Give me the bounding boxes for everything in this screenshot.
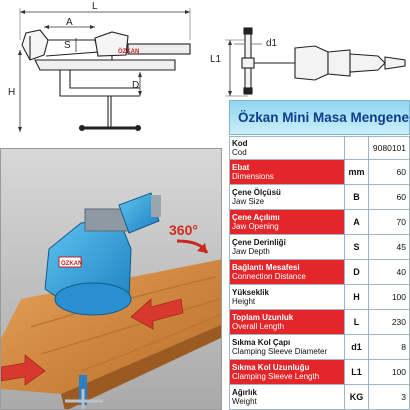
vise-illustration: ÖZKAN	[44, 192, 161, 316]
spec-value: 40	[368, 259, 410, 285]
dimension-D: D	[132, 72, 142, 96]
photo-brand-text: ÖZKAN	[61, 260, 82, 267]
spec-label-en: Overall Length	[232, 322, 285, 331]
spec-unit	[344, 136, 369, 160]
label-L1: L1	[210, 54, 222, 65]
spec-label-en: Clamping Sleeve Length	[232, 372, 320, 381]
spec-unit: H	[344, 284, 369, 310]
spec-label-tr: Sıkma Kol Çapı	[232, 338, 291, 347]
rotation-label: 360°	[169, 222, 198, 238]
spec-label-tr: Çene Derinliği	[232, 238, 286, 247]
vise-top-outline	[254, 45, 406, 81]
spec-value: 8	[368, 334, 410, 360]
product-photo: ÖZKAN 360°	[0, 148, 222, 410]
label-S: S	[64, 40, 71, 51]
spec-label-en: Clamping Sleeve Diameter	[232, 347, 328, 356]
dimension-L: L	[19, 1, 191, 40]
spec-unit: L1	[344, 359, 369, 385]
spec-label-tr: Çene Açılımı	[232, 213, 280, 222]
label-d1: d1	[266, 38, 278, 49]
dimension-H: H	[8, 50, 22, 132]
spec-value: 9080101	[368, 136, 410, 160]
product-photo-illustration: ÖZKAN 360°	[1, 149, 221, 409]
spec-label-tr: Ağırlık	[232, 388, 257, 397]
spec-label-en: Connection Distance	[232, 272, 306, 281]
clamp-illustration	[65, 375, 103, 409]
vise-outline	[21, 29, 191, 97]
spec-label-tr: Bağlantı Mesafesi	[232, 263, 300, 272]
spec-label-tr: Ebat	[232, 163, 250, 172]
dimension-d1: d1	[234, 38, 278, 49]
label-H: H	[8, 87, 15, 98]
spec-value: 100	[368, 359, 410, 385]
drawing-brand-text: ÖZKAN	[118, 48, 139, 55]
spec-value: 45	[368, 234, 410, 260]
side-view-drawing: L A S ÖZKAN D H	[8, 1, 191, 132]
spec-unit: KG	[344, 384, 369, 410]
handle-bar	[241, 27, 255, 95]
top-view-drawing: L1 d1	[210, 27, 406, 97]
spec-label-en: Jaw Opening	[232, 222, 279, 231]
spec-label-en: Height	[232, 297, 256, 306]
label-D: D	[132, 80, 139, 91]
label-L: L	[92, 1, 98, 12]
dimension-L1: L1	[210, 39, 248, 97]
spec-value: 60	[368, 184, 410, 210]
spec-label-en: Jaw Size	[232, 197, 265, 206]
spec-value: 60	[368, 159, 410, 185]
spec-label-tr: Kod	[232, 139, 248, 148]
spec-value: 230	[368, 309, 410, 335]
spec-label-en: Jaw Depth	[232, 247, 270, 256]
spec-value: 100	[368, 284, 410, 310]
spec-value: 70	[368, 209, 410, 235]
spec-value: 3	[368, 384, 410, 410]
spec-label-tr: Sıkma Kol Uzunluğu	[232, 363, 310, 372]
spec-unit: L	[344, 309, 369, 335]
clamp-screw	[78, 96, 142, 132]
dimension-A: A	[44, 17, 95, 29]
spec-title: Özkan Mini Masa Mengenesi	[229, 100, 410, 135]
spec-unit: S	[344, 234, 369, 260]
spec-unit: d1	[344, 334, 369, 360]
spec-label-en: Dimensions	[232, 172, 274, 181]
spec-label-en: Cod	[232, 148, 247, 157]
spec-label-tr: Toplam Uzunluk	[232, 313, 294, 322]
spec-label-tr: Çene Ölçüsü	[232, 188, 281, 197]
rotation-arrows: 360°	[1, 222, 209, 386]
spec-unit: A	[344, 209, 369, 235]
label-A: A	[66, 17, 73, 28]
spec-unit: B	[344, 184, 369, 210]
spec-label-tr: Yükseklik	[232, 288, 269, 297]
spec-unit: D	[344, 259, 369, 285]
spec-label-en: Weight	[232, 397, 257, 406]
spec-unit: mm	[344, 159, 369, 185]
